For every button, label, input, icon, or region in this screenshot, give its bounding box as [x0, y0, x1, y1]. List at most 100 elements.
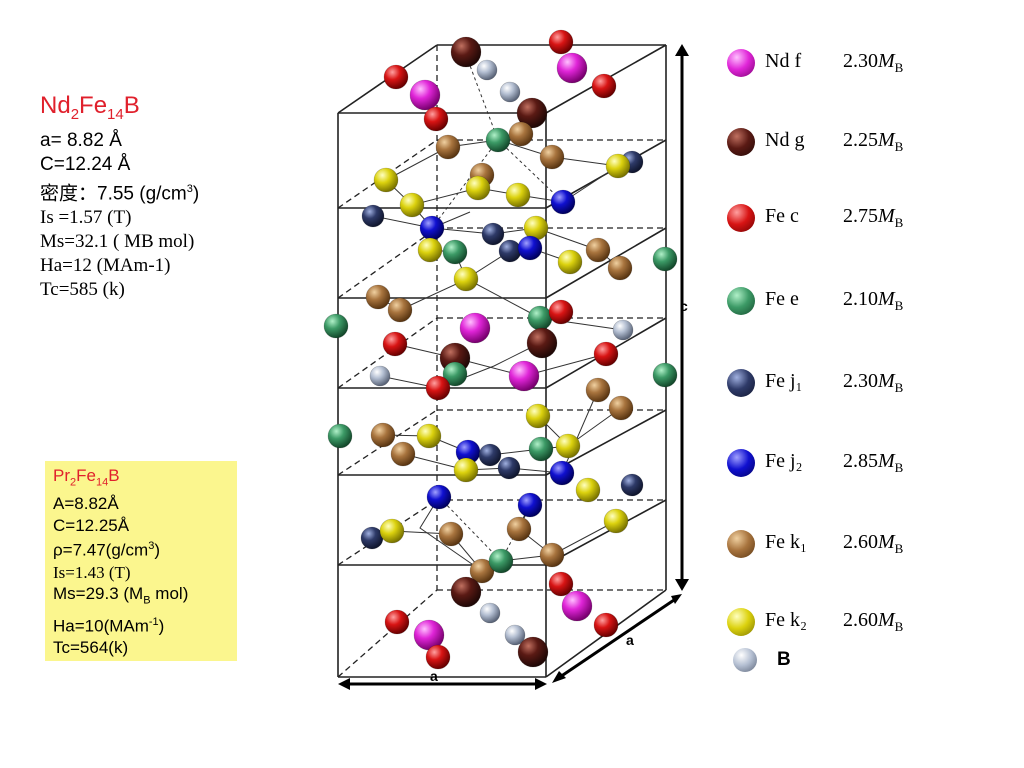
atom-ndg [450, 576, 482, 608]
legend-moment: 2.60MB [843, 609, 904, 634]
atom-fec [382, 331, 408, 357]
atom-fee [442, 361, 468, 387]
atom-fee [327, 423, 353, 449]
atom-fej1 [498, 239, 522, 263]
atom-fek2 [379, 518, 405, 544]
legend-moment: 2.30MB [843, 50, 904, 75]
legend-name: Fe j₁ [765, 370, 803, 392]
nd-anisotropy-ha: Ha=12 (MAm-1) [40, 255, 171, 277]
atom-fek1 [506, 516, 532, 542]
atom-fek2 [557, 249, 583, 275]
atom-ndg [450, 36, 482, 68]
atom-fek2 [555, 433, 581, 459]
atom-swatch-icon [727, 369, 755, 397]
atom-swatch-icon [727, 608, 755, 636]
legend-moment: 2.85MB [843, 450, 904, 475]
atom-b [612, 319, 634, 341]
legend-name: Fe k₂ [765, 609, 807, 631]
atom-fek1 [539, 144, 565, 170]
atom-fek1 [608, 395, 634, 421]
nd2fe14b-properties: Nd2Fe14B a= 8.82 Å C=12.24 Å 密度：7.55 (g/… [40, 92, 310, 302]
atom-b [504, 624, 526, 646]
atom-ndf [508, 360, 540, 392]
atom-fee [323, 313, 349, 339]
dimension-arrows [338, 44, 689, 690]
atom-fek2 [399, 192, 425, 218]
atom-fec [548, 299, 574, 325]
atom-fej2 [550, 189, 576, 215]
legend-row-nd-g: Nd g 2.25MB [725, 125, 1005, 159]
atom-fej2 [426, 484, 452, 510]
legend-row-fe-e: Fe e 2.10MB [725, 284, 1005, 318]
atom-fek1 [585, 237, 611, 263]
atom-fej2 [517, 235, 543, 261]
atom-fek2 [453, 457, 479, 483]
atom-fek2 [373, 167, 399, 193]
atom-fek1 [435, 134, 461, 160]
legend-moment: 2.60MB [843, 531, 904, 556]
legend-name: Fe e [765, 288, 799, 310]
atom-fek2 [575, 477, 601, 503]
atom-fee [527, 305, 553, 331]
legend-name: Fe k₁ [765, 531, 807, 553]
atom-swatch-icon [727, 530, 755, 558]
nd-density: 密度：7.55 (g/cm3) [40, 182, 200, 205]
atom-swatch-icon [727, 449, 755, 477]
atom-fek2 [525, 403, 551, 429]
atom-b [369, 365, 391, 387]
legend-name: Nd f [765, 50, 802, 72]
atom-fek1 [585, 377, 611, 403]
atom-fek2 [505, 182, 531, 208]
pr-moment-ms: Ms=29.3 (MB mol) [53, 584, 189, 607]
atom-fec [593, 341, 619, 367]
atom-fek2 [453, 266, 479, 292]
atom-fek2 [417, 237, 443, 263]
atom-ndf [409, 79, 441, 111]
atom-fej2 [419, 215, 445, 241]
atom-fek1 [370, 422, 396, 448]
legend-row-fe-k2: Fe k₂ 2.60MB [725, 605, 1005, 639]
atom-b [499, 81, 521, 103]
nd-saturation-is: Is =1.57 (T) [40, 207, 132, 229]
atom-fej2 [517, 492, 543, 518]
pr-anisotropy-ha: Ha=10(MAm-1) [53, 615, 165, 636]
atom-fec [548, 571, 574, 597]
atom-ndg [517, 636, 549, 668]
atom-swatch-icon [727, 128, 755, 156]
nd2fe14b-title: Nd2Fe14B [40, 92, 140, 123]
atom-fej1 [620, 473, 644, 497]
atom-ndg [516, 97, 548, 129]
atom-fej1 [497, 456, 521, 480]
legend-moment: 2.10MB [843, 288, 904, 313]
atom-swatch-icon [727, 204, 755, 232]
legend-name: Fe j₂ [765, 450, 803, 472]
atom-ndf [556, 52, 588, 84]
nd-lattice-a: a= 8.82 Å [40, 129, 122, 151]
atom-fee [652, 362, 678, 388]
nd-moment-ms: Ms=32.1 ( MB mol) [40, 231, 195, 253]
atom-fek1 [539, 542, 565, 568]
atom-fek1 [365, 284, 391, 310]
atom-fek2 [465, 175, 491, 201]
pr-lattice-c: C=12.25Å [53, 515, 130, 535]
legend-row-b: B [725, 645, 1005, 679]
atom-fec [423, 106, 449, 132]
atom-fec [548, 29, 574, 55]
atom-fec [593, 612, 619, 638]
pr-curie-tc: Tc=564(k) [53, 638, 129, 658]
pr-saturation-is: Is=1.43 (T) [53, 562, 131, 582]
legend-row-nd-f: Nd f 2.30MB [725, 46, 1005, 80]
atom-b [479, 602, 501, 624]
atom-swatch-icon [733, 648, 757, 672]
atom-fek1 [469, 558, 495, 584]
atom-fee [528, 436, 554, 462]
atom-fek1 [387, 297, 413, 323]
pr-lattice-a: A=8.82Å [53, 494, 119, 514]
atom-fek2 [603, 508, 629, 534]
legend-name: Fe c [765, 205, 799, 227]
atom-fej2 [549, 460, 575, 486]
atom-b [476, 59, 498, 81]
legend-name: B [777, 649, 791, 670]
nd-lattice-c: C=12.24 Å [40, 153, 131, 175]
legend-row-fe-c: Fe c 2.75MB [725, 201, 1005, 235]
